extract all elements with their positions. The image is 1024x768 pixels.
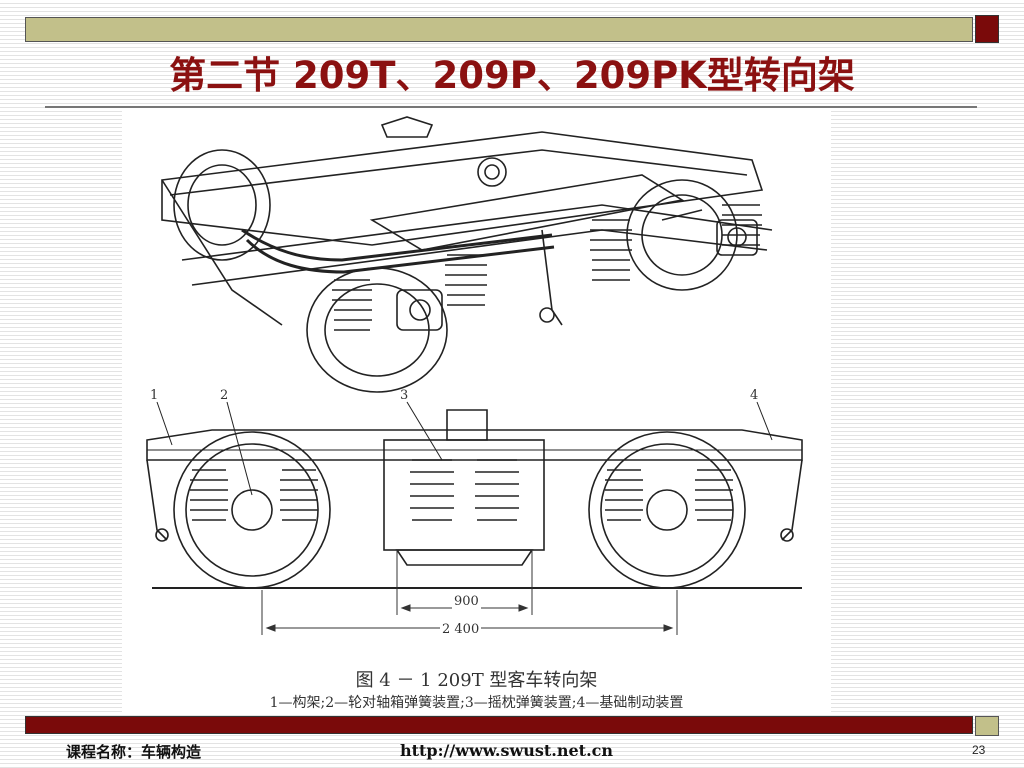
callout-1: 1 bbox=[150, 388, 159, 403]
dimension-inner: 900 bbox=[452, 594, 481, 609]
bottom-decor-bar bbox=[25, 716, 973, 734]
page-number: 23 bbox=[972, 743, 986, 757]
top-decor-square bbox=[975, 15, 999, 43]
bottom-decor-square bbox=[975, 716, 999, 736]
course-name: 课程名称：车辆构造 bbox=[66, 743, 202, 761]
title-underline bbox=[45, 106, 977, 108]
frame-outline bbox=[161, 131, 764, 246]
callout-4: 4 bbox=[750, 388, 759, 403]
callout-2: 2 bbox=[220, 388, 229, 403]
slide-title: 第二节 209T、209P、209PK型转向架 bbox=[169, 54, 855, 97]
dimension-outer: 2 400 bbox=[440, 622, 482, 637]
top-decor-bar bbox=[25, 17, 973, 42]
bogie-drawing bbox=[146, 116, 803, 635]
bogie-figure: 1 2 3 4 900 2 400 图 4 － 1 209T 型客车转向架 1—… bbox=[122, 110, 831, 715]
callout-3: 3 bbox=[400, 388, 409, 403]
footer-url[interactable]: http://www.swust.net.cn bbox=[400, 741, 614, 760]
figure-caption: 图 4 － 1 209T 型客车转向架 bbox=[355, 670, 598, 691]
figure-legend: 1—构架;2—轮对轴箱弹簧装置;3—摇枕弹簧装置;4—基础制动装置 bbox=[269, 695, 684, 711]
